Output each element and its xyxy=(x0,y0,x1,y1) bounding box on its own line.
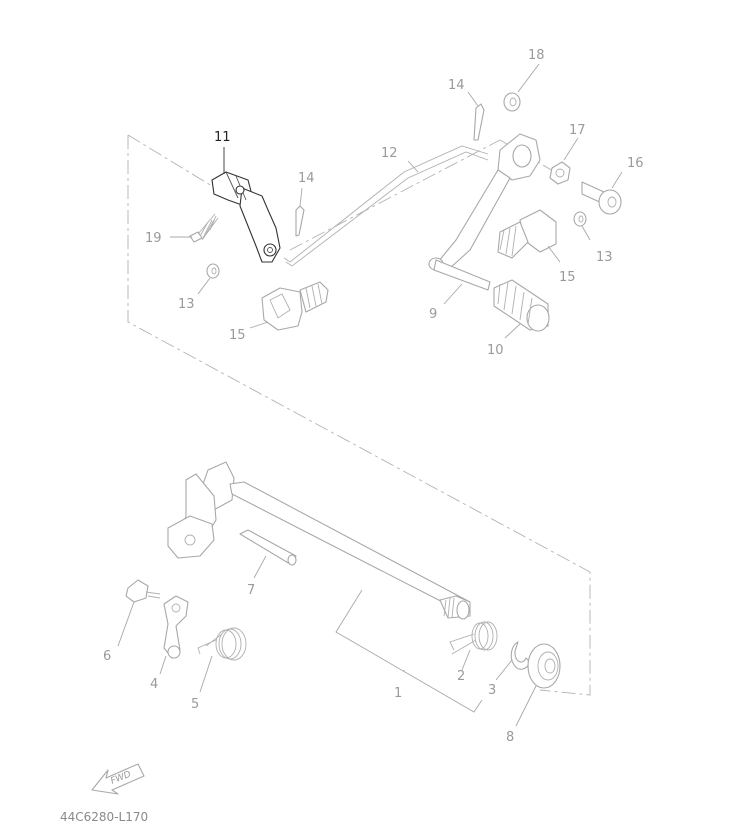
callout-11: 11 xyxy=(214,130,231,145)
callout-12: 12 xyxy=(381,146,398,161)
shift-shaft-part[interactable] xyxy=(179,461,471,620)
assembly-frame-mid xyxy=(289,139,501,251)
fwd-arrow-icon: FWD xyxy=(91,763,145,795)
callout-14-left: 14 xyxy=(298,171,315,186)
callout-4: 4 xyxy=(150,677,158,692)
oil-seal-part[interactable] xyxy=(527,643,561,689)
return-spring-part[interactable] xyxy=(449,621,498,655)
shift-guide-part[interactable] xyxy=(167,515,215,559)
assembly-frame xyxy=(127,135,591,696)
pin-part[interactable] xyxy=(239,529,297,566)
torsion-spring-part[interactable] xyxy=(197,627,247,661)
callout-3: 3 xyxy=(488,683,496,698)
pivot-bolt-part[interactable] xyxy=(581,181,622,215)
shift-pedal-part[interactable] xyxy=(428,133,541,291)
shift-rod-part[interactable] xyxy=(283,145,489,267)
bolt-part[interactable] xyxy=(189,213,219,243)
washer-part-top[interactable] xyxy=(503,92,521,112)
callout-7: 7 xyxy=(247,583,255,598)
callout-1: 1 xyxy=(394,686,402,701)
callout-13-right: 13 xyxy=(596,250,613,265)
stopper-bolt-part[interactable] xyxy=(125,579,161,603)
washer-part-right[interactable] xyxy=(573,211,587,227)
callout-15-left: 15 xyxy=(229,328,246,343)
callout-6: 6 xyxy=(103,649,111,664)
cotter-pin-part-top[interactable] xyxy=(473,103,485,141)
rod-end-part-left[interactable] xyxy=(261,281,329,331)
callout-14-top: 14 xyxy=(448,78,465,93)
callout-10: 10 xyxy=(487,343,504,358)
rod-end-part-right[interactable] xyxy=(497,209,557,259)
callout-15-right: 15 xyxy=(559,270,576,285)
callout-17: 17 xyxy=(569,123,586,138)
callout-18: 18 xyxy=(528,48,545,63)
callout-5: 5 xyxy=(191,697,199,712)
washer-part-left[interactable] xyxy=(206,263,220,279)
callout-8: 8 xyxy=(506,730,514,745)
stopper-lever-part[interactable] xyxy=(163,595,189,659)
callout-9: 9 xyxy=(429,307,437,322)
circlip-part[interactable] xyxy=(510,641,531,670)
callout-19: 19 xyxy=(145,231,162,246)
assembly-bracket xyxy=(335,589,483,713)
callout-2: 2 xyxy=(457,669,465,684)
callout-13-left: 13 xyxy=(178,297,195,312)
callout-16: 16 xyxy=(627,156,644,171)
diagram-code: 44C6280-L170 xyxy=(60,810,148,824)
cotter-pin-part-left[interactable] xyxy=(295,205,305,237)
shift-arm-part[interactable] xyxy=(211,171,281,263)
nut-part[interactable] xyxy=(549,161,571,185)
leader-lines xyxy=(117,63,623,727)
pedal-rubber-part[interactable] xyxy=(493,279,550,332)
